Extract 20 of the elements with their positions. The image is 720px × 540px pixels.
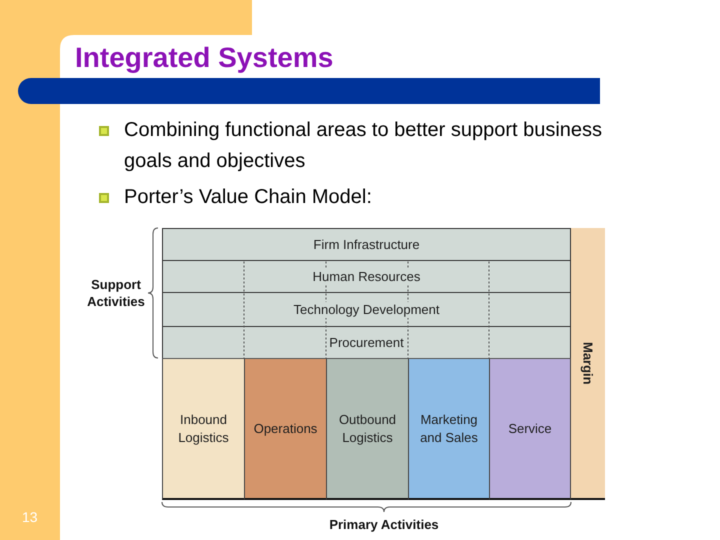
page-number: 13 (22, 509, 38, 525)
activity-label: Margin (580, 342, 596, 384)
slide-title: Integrated Systems (75, 41, 334, 75)
support-activity-band (162, 260, 571, 292)
group-label: Support Activities (86, 276, 146, 310)
activity-label: Human Resources (310, 268, 422, 284)
support-activity-band (162, 228, 571, 260)
primary-activity-column (326, 358, 408, 500)
primary-activity-column (244, 358, 326, 500)
bullet-text: Combining functional areas to better support business goals and objectives (124, 118, 604, 174)
activity-label: Firm Infrastructure (311, 236, 422, 252)
primary-activity-column (162, 358, 244, 500)
primary-activity-column (408, 358, 489, 500)
support-activity-band (162, 292, 571, 326)
group-label: Primary Activities (328, 517, 440, 533)
support-activity-band (162, 326, 571, 358)
activity-label: Technology Development (292, 302, 442, 318)
margin-column (571, 228, 605, 500)
bullet-text: Porter’s Value Chain Model: (124, 185, 372, 210)
primary-activity-column (489, 358, 571, 500)
